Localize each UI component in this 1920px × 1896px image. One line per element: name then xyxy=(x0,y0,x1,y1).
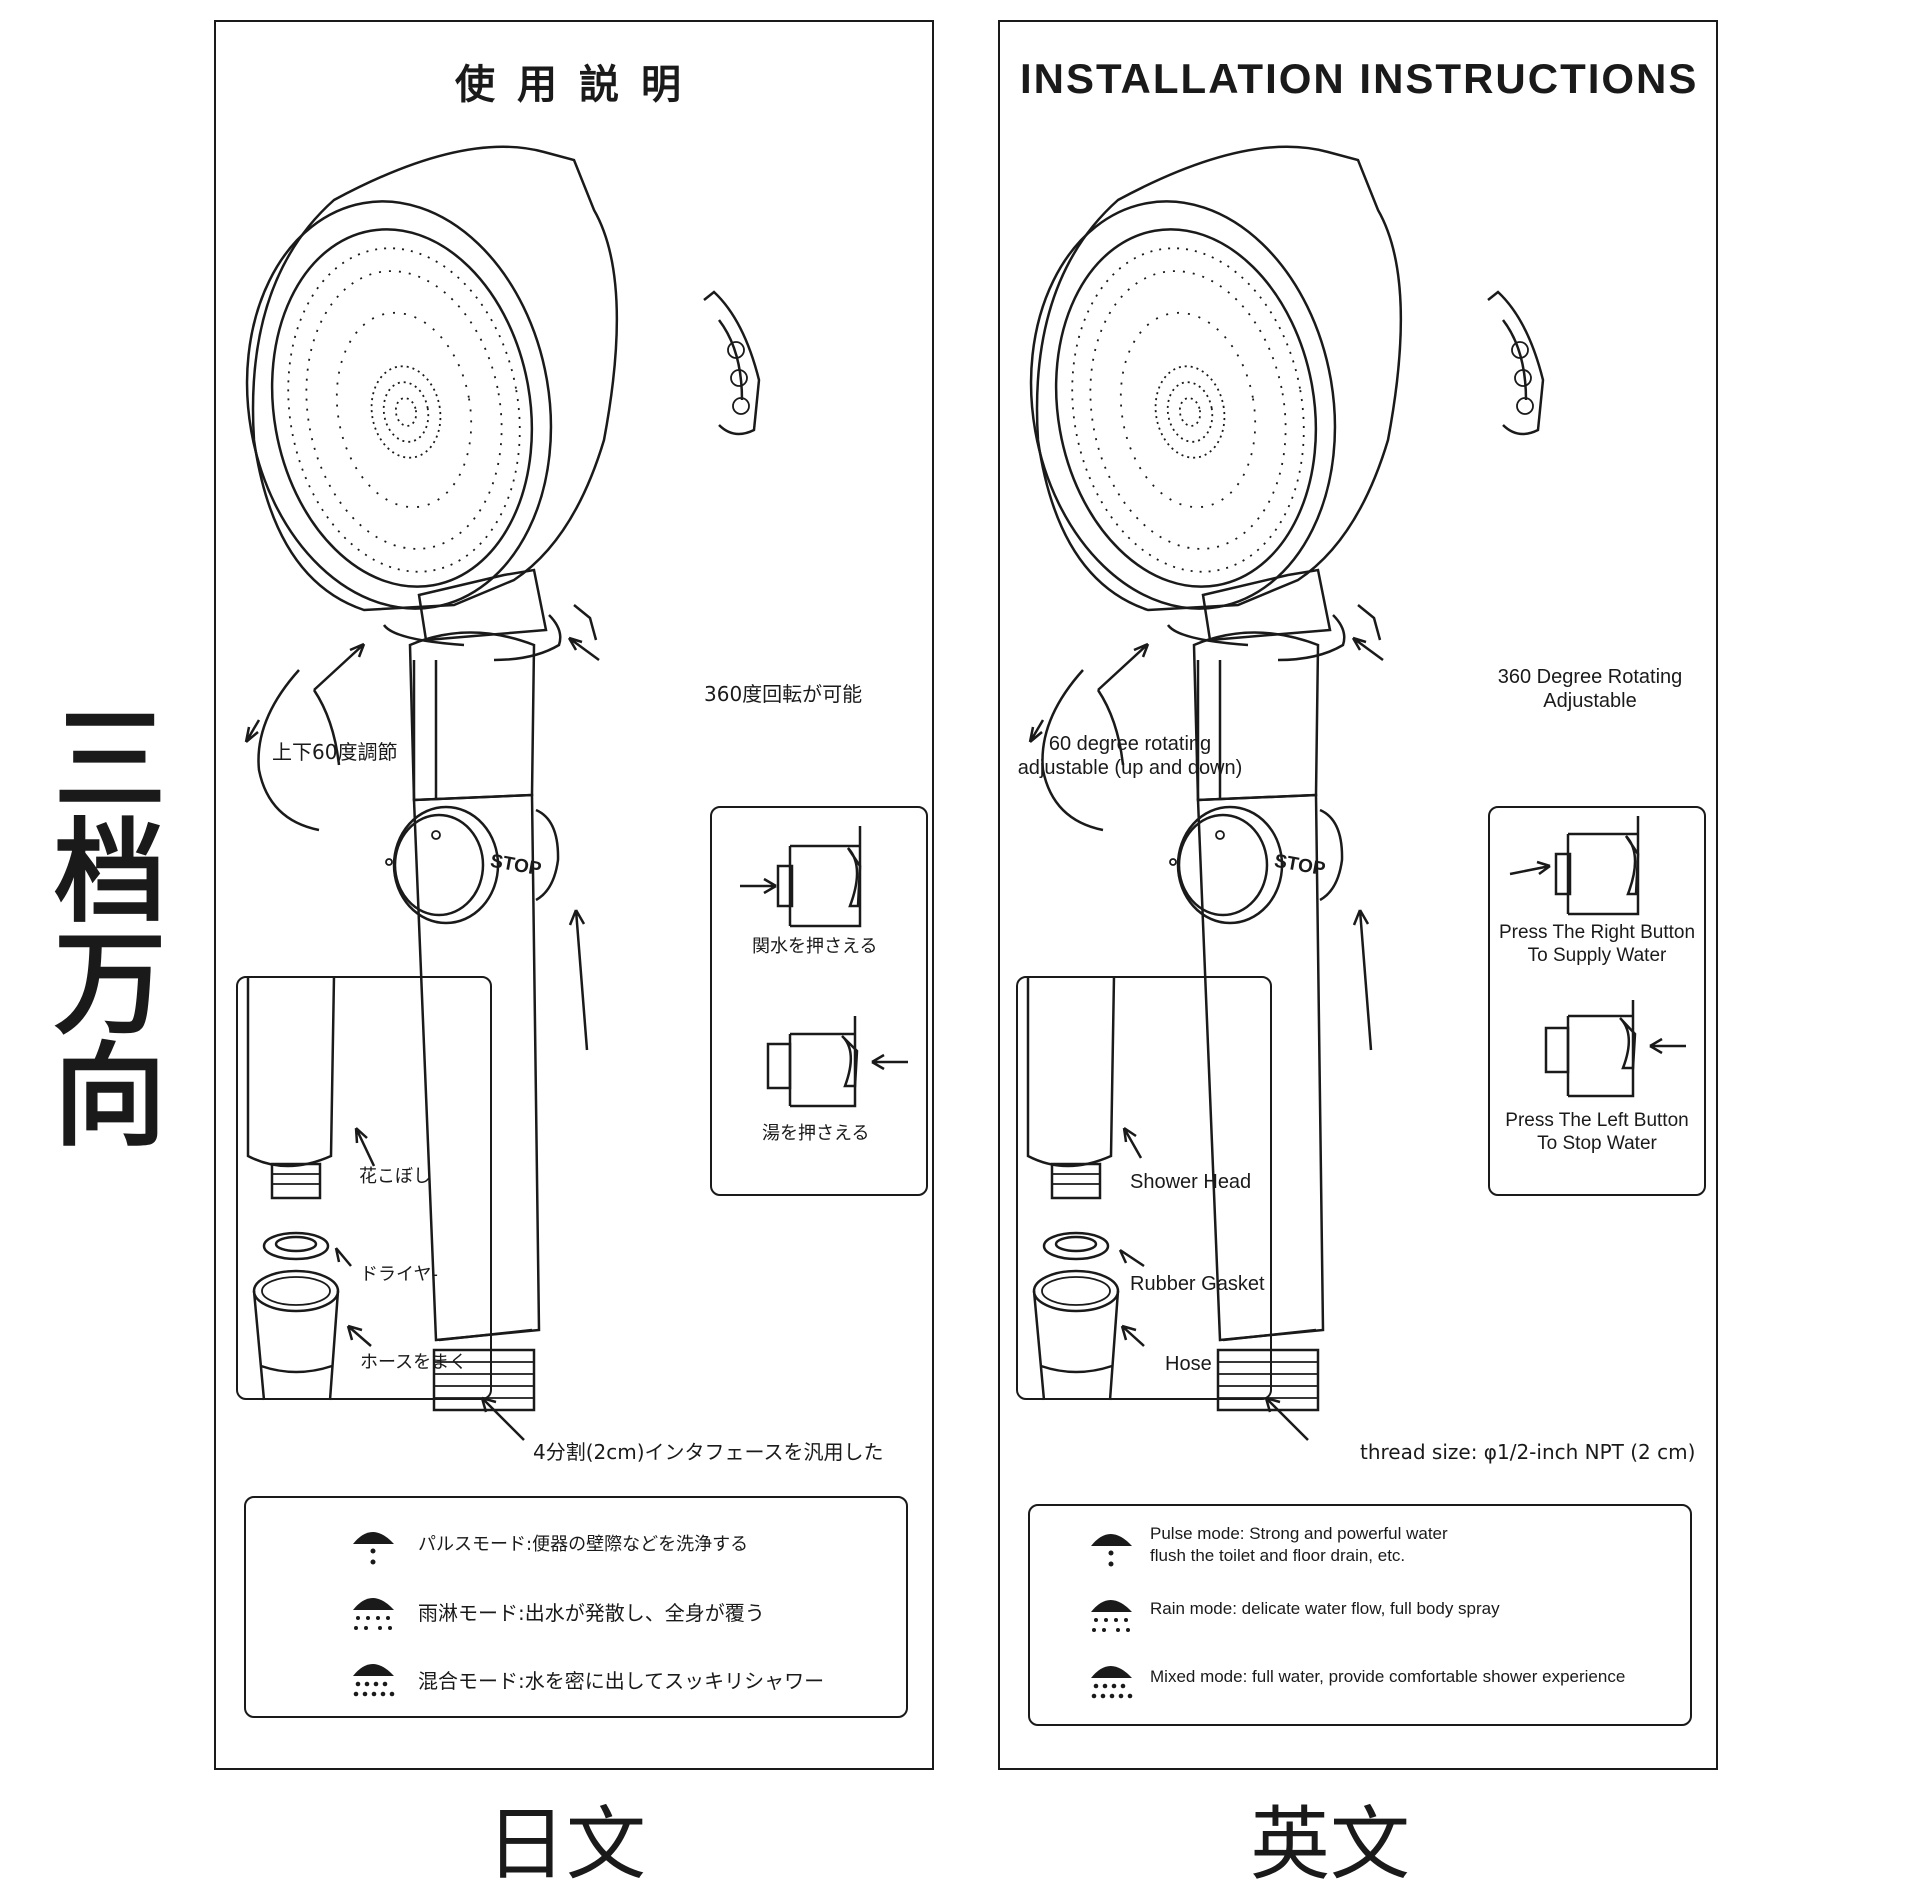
jp-parts-box xyxy=(236,976,492,1400)
english-title: INSTALLATION INSTRUCTIONS xyxy=(1020,55,1699,102)
japanese-title: 使用説明 xyxy=(455,62,703,108)
en-stop-label: Press The Left Button To Stop Water xyxy=(1490,1110,1704,1156)
jp-mode-mixed: 混合モード:水を密に出してスッキリシャワー xyxy=(418,1669,825,1693)
handle-drawing xyxy=(385,568,560,1412)
en-rotate-60-line-2: adjustable (up and down) xyxy=(1017,757,1243,779)
gasket-part-drawing xyxy=(262,1231,330,1261)
jp-rotate-60-label: 上下60度調節 xyxy=(272,740,398,764)
en-hose-label: Hose xyxy=(1165,1353,1212,1375)
jp-rotate-360-label: 360度回転が可能 xyxy=(704,682,863,706)
right-button-press-drawing xyxy=(740,826,862,928)
jp-button-drawings xyxy=(740,826,908,1108)
shower-head-part-drawing xyxy=(246,975,336,1200)
en-rotate-360-label: 360 Degree Rotating Adjustable xyxy=(1495,665,1685,713)
jp-thread-label: 4分割(2cm)インタフェースを汎用した xyxy=(533,1440,884,1464)
en-supply-label: Press The Right Button To Supply Water xyxy=(1490,922,1704,968)
pulse-mode-icon xyxy=(1091,1534,1132,1567)
english-arrows xyxy=(1028,604,1384,1441)
pulse-mode-icon xyxy=(353,1532,394,1565)
left-button-press-drawing xyxy=(1544,1000,1686,1098)
right-button-press-drawing xyxy=(1509,816,1640,916)
japanese-panel xyxy=(214,20,934,1770)
en-mode-icons xyxy=(1091,1534,1133,1699)
jp-footer: 日文 xyxy=(486,1798,646,1891)
en-parts-drawings xyxy=(1026,975,1145,1401)
rain-mode-icon xyxy=(1091,1600,1132,1632)
jp-gasket-label: ドライヤ- xyxy=(360,1264,438,1285)
english-shower-illustration xyxy=(1028,145,1545,1441)
en-stop-line-2: To Stop Water xyxy=(1537,1132,1657,1154)
en-parts-box xyxy=(1016,976,1272,1400)
jp-button-box xyxy=(710,806,928,1196)
left-button-press-drawing xyxy=(766,1016,908,1108)
en-thread-label: thread size: φ1/2-inch NPT (2 cm) xyxy=(1360,1440,1696,1464)
shower-head-drawing xyxy=(245,145,761,612)
en-shower-head-label: Shower Head xyxy=(1130,1171,1252,1193)
gasket-part-drawing xyxy=(1042,1231,1110,1261)
japanese-arrows xyxy=(244,604,600,1441)
jp-mode-rain: 雨淋モード:出水が発散し、全身が覆う xyxy=(418,1601,765,1625)
side-label-char-2: 档 xyxy=(54,808,166,938)
japanese-shower-illustration xyxy=(244,145,761,1441)
shower-head-drawing xyxy=(1029,145,1545,612)
rain-mode-icon xyxy=(353,1598,394,1630)
en-rotate-360-line-1: 360 Degree Rotating xyxy=(1497,666,1683,688)
side-label: 三 档 万 向 xyxy=(45,705,175,1153)
side-label-char-3: 万 xyxy=(54,920,166,1050)
en-stop-line-1: Press The Left Button xyxy=(1505,1110,1689,1131)
en-button-drawings xyxy=(1509,816,1686,1098)
jp-shower-head-label: 花こぼし xyxy=(359,1166,431,1187)
jp-mode-pulse: パルスモード:便器の壁際などを洗浄する xyxy=(418,1534,749,1555)
en-rotate-60-label: 60 degree rotating adjustable (up and do… xyxy=(1015,732,1245,780)
en-mode-rain: Rain mode: delicate water flow, full bod… xyxy=(1150,1599,1500,1618)
hose-part-drawing xyxy=(252,1269,340,1401)
en-modes-box xyxy=(1028,1504,1692,1726)
en-mode-pulse-line-1: Pulse mode: Strong and powerful water xyxy=(1150,1524,1448,1543)
jp-parts-drawings xyxy=(246,975,376,1401)
en-mode-pulse: Pulse mode: Strong and powerful water fl… xyxy=(1150,1523,1448,1567)
en-footer: 英文 xyxy=(1250,1798,1410,1891)
hose-part-drawing xyxy=(1032,1269,1120,1401)
mixed-mode-icon xyxy=(1091,1666,1133,1699)
side-label-char-4: 向 xyxy=(54,1032,166,1162)
en-button-box xyxy=(1488,806,1706,1196)
shower-head-part-drawing xyxy=(1026,975,1116,1200)
jp-hose-label: ホースをまく xyxy=(360,1352,468,1373)
en-gasket-label: Rubber Gasket xyxy=(1130,1273,1265,1295)
en-mode-mixed: Mixed mode: full water, provide comforta… xyxy=(1150,1667,1626,1686)
side-label-char-1: 三 xyxy=(54,696,166,826)
jp-modes-box xyxy=(244,1496,908,1718)
handle-drawing xyxy=(1169,568,1344,1412)
en-rotate-360-line-2: Adjustable xyxy=(1543,690,1637,712)
en-supply-line-2: To Supply Water xyxy=(1527,944,1667,966)
jp-mode-icons xyxy=(353,1532,395,1697)
english-panel xyxy=(998,20,1718,1770)
jp-supply-label: 関水を押さえる xyxy=(752,936,878,957)
jp-stop-label: 湯を押さえる xyxy=(762,1123,870,1144)
en-rotate-60-line-1: 60 degree rotating xyxy=(1048,733,1212,755)
en-supply-line-1: Press The Right Button xyxy=(1498,922,1696,943)
mixed-mode-icon xyxy=(353,1664,395,1697)
en-mode-pulse-line-2: flush the toilet and floor drain, etc. xyxy=(1150,1546,1406,1566)
